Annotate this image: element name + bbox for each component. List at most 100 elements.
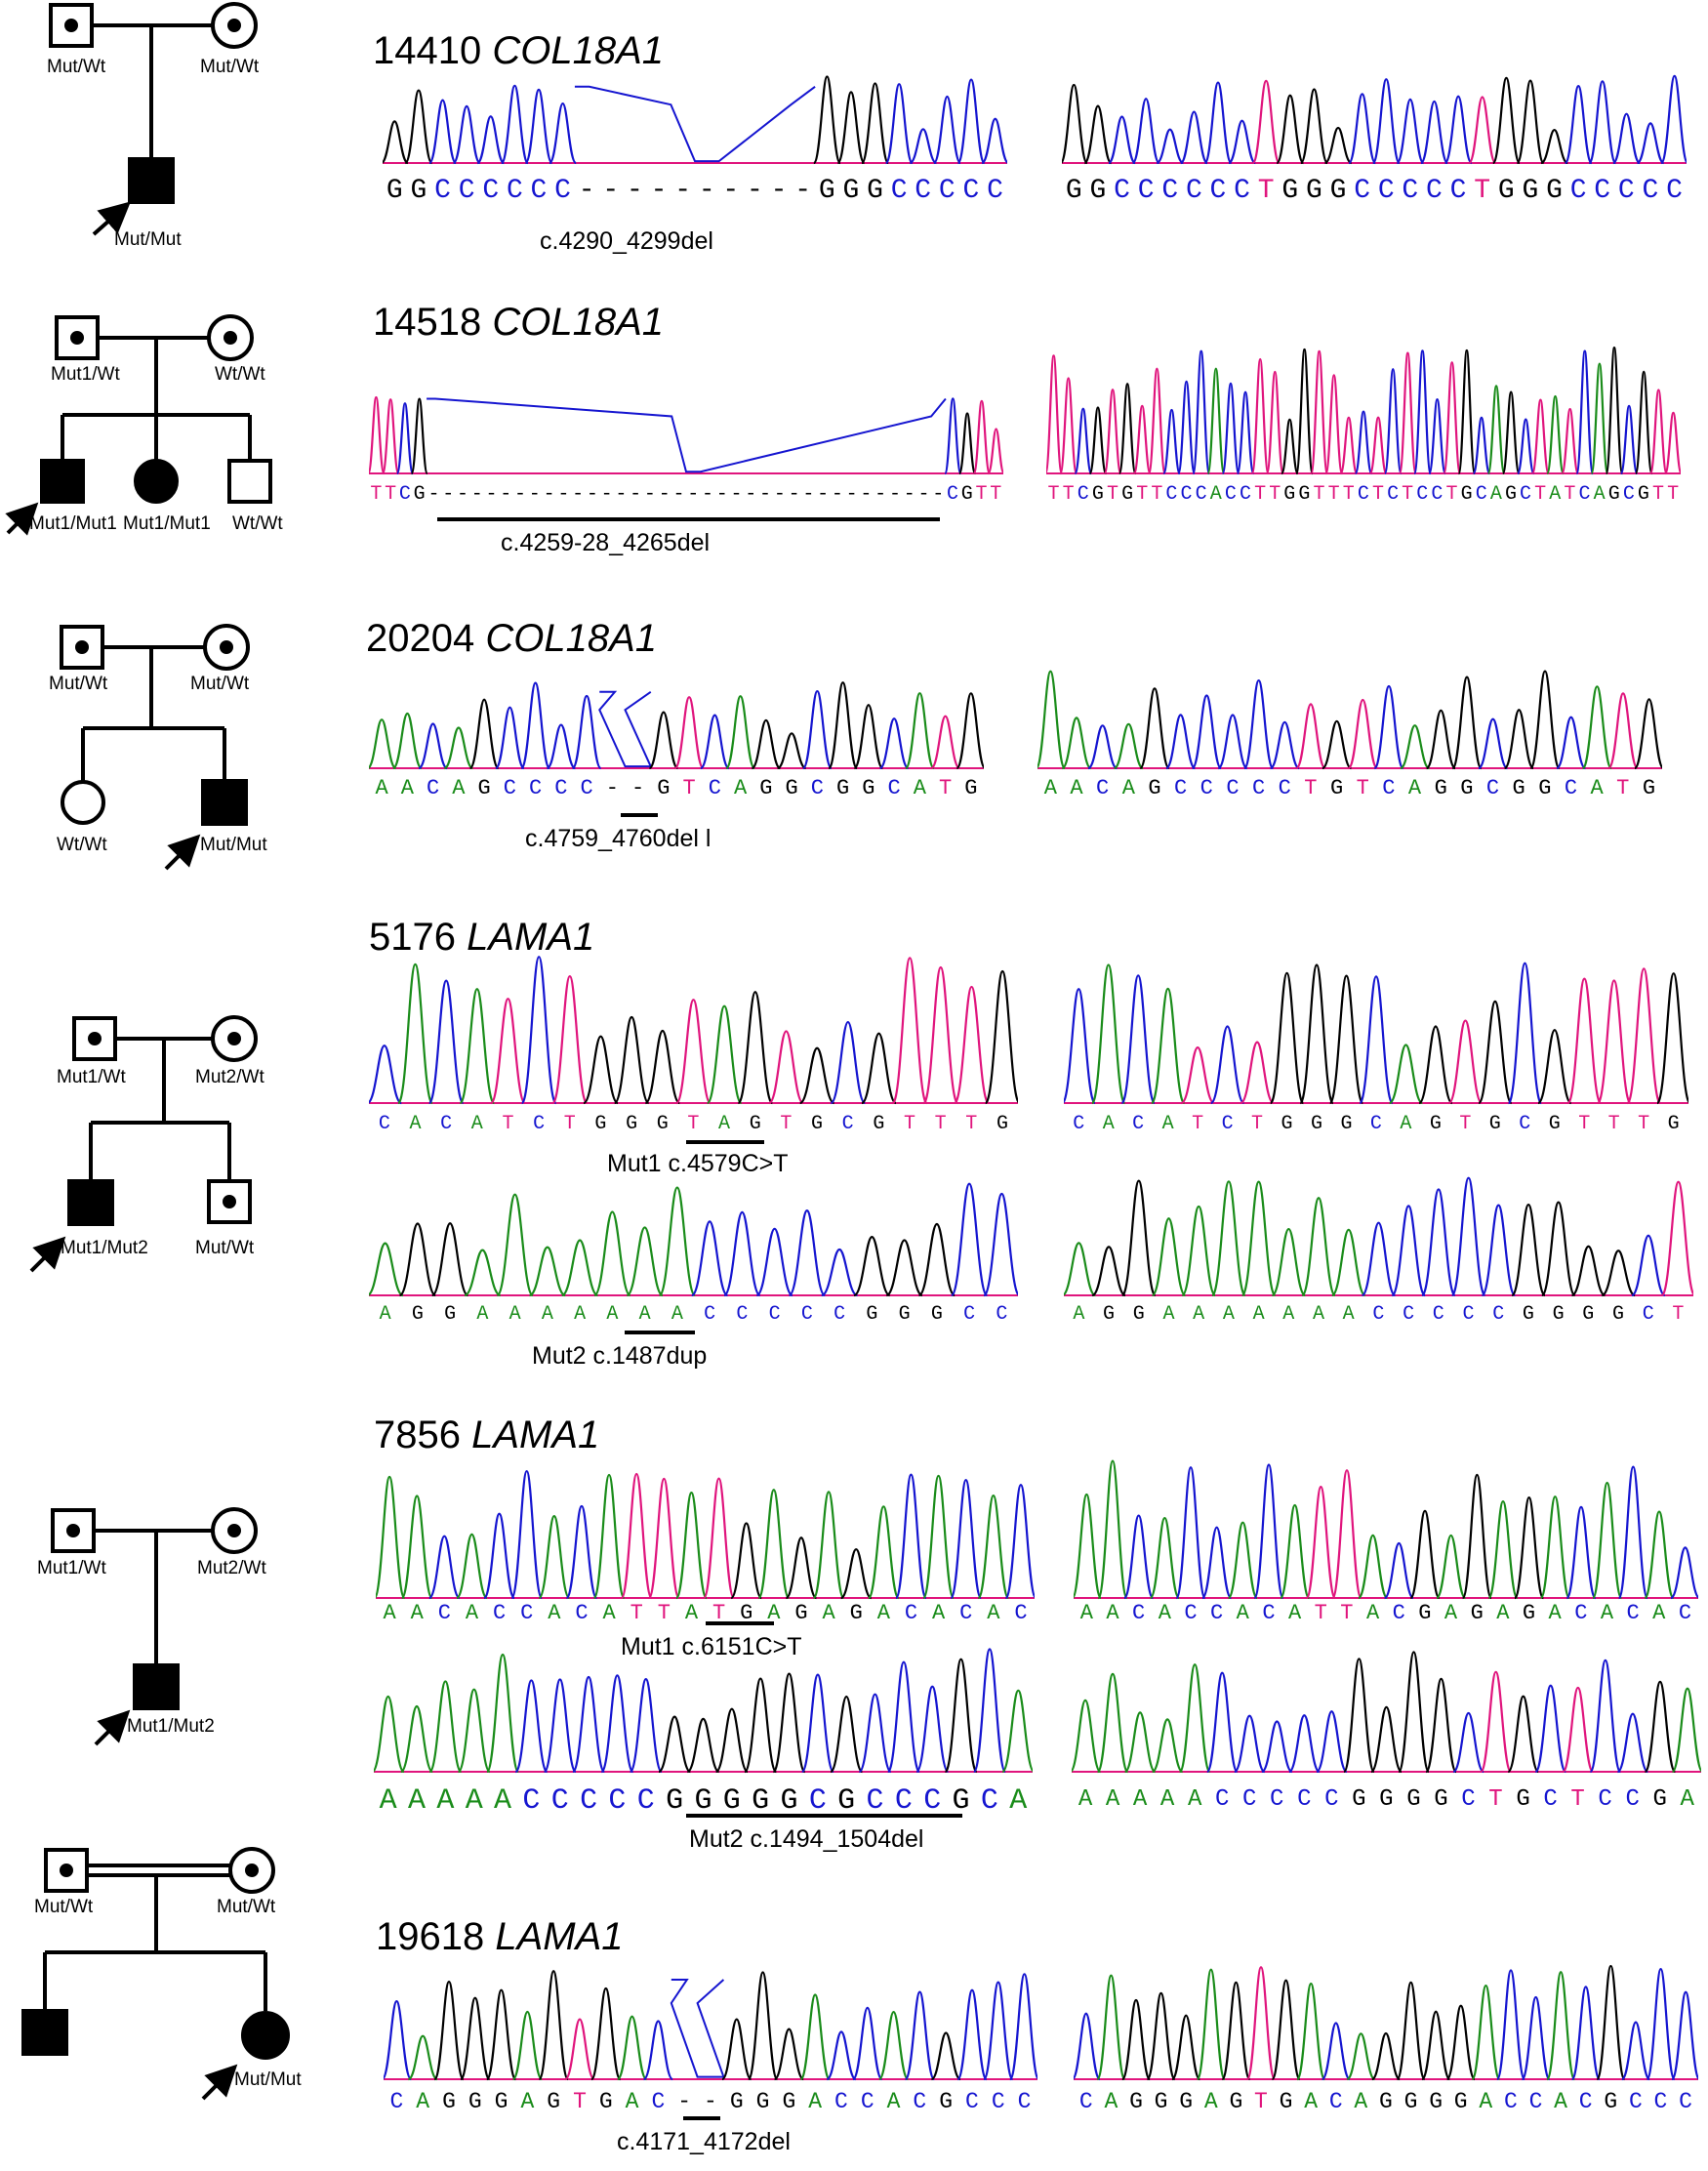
trace-peak [565, 1504, 598, 1600]
trace-peak [1539, 1495, 1571, 1600]
base-letter: T [1254, 2089, 1268, 2114]
trace-peak [1295, 703, 1326, 770]
base-letter: A [452, 776, 466, 800]
trace-peak [1486, 385, 1506, 475]
trace-peak [1566, 977, 1603, 1105]
trace-peak [1398, 351, 1417, 475]
base-letter: A [1342, 1303, 1355, 1326]
base-letter: - [442, 483, 455, 506]
base-letter: G [1329, 776, 1344, 800]
base-letter: G [598, 2089, 613, 2114]
base-letter: G [1552, 1303, 1565, 1326]
base-letter: - [788, 483, 800, 506]
trace-peak [1156, 128, 1184, 165]
base-letter: A [734, 776, 748, 800]
base-letter: - [572, 483, 585, 506]
trace-peak [1096, 1974, 1126, 2081]
trace-peak [777, 732, 807, 770]
trace-peak [836, 91, 866, 165]
base-letter: A [1365, 1601, 1380, 1625]
trace-peak [956, 78, 986, 165]
base-letter: G [1065, 176, 1082, 206]
trace-peak [1369, 1705, 1403, 1774]
base-letter: G [1229, 2089, 1243, 2114]
base-letter: T [370, 483, 383, 506]
trace-peak [1321, 2022, 1351, 2081]
base-letter: A [1590, 776, 1604, 800]
base-letter: C [1625, 1786, 1640, 1813]
base-letter: T [1570, 1786, 1585, 1813]
trace-peak [1419, 100, 1449, 165]
base-letter: - [860, 483, 873, 506]
base-letter: A [1680, 1786, 1694, 1813]
base-letter: G [657, 776, 671, 800]
trace-peak [1113, 722, 1145, 770]
base-letter: G [952, 1784, 970, 1818]
trace-peak [1540, 1201, 1576, 1297]
chromatogram-trace [369, 681, 984, 770]
base-letter: C [1372, 1303, 1385, 1326]
base-letter: G [780, 1784, 798, 1818]
base-letter: G [759, 776, 773, 800]
base-letter: G [785, 776, 798, 800]
trace-peak [1616, 1712, 1649, 1774]
base-letter: A [671, 1303, 683, 1326]
trace-peak [1203, 81, 1233, 165]
trace-peak [851, 2006, 883, 2081]
trace-peak [1428, 397, 1446, 475]
base-letter: G [873, 1113, 885, 1135]
trace-peak [658, 1186, 697, 1297]
base-letter: T [1313, 483, 1325, 506]
trace-peak [972, 399, 992, 475]
base-letter: G [1522, 1303, 1534, 1326]
trace-peak [673, 696, 705, 770]
family-id: 19618 [376, 1915, 485, 1958]
dup-underline [625, 1331, 695, 1334]
base-letter: G [411, 1303, 424, 1326]
base-letter: C [987, 176, 1003, 206]
trace-peak [384, 2000, 413, 2081]
base-letter: - [745, 483, 757, 506]
base-letter: A [822, 1601, 835, 1625]
pedigree-7856 [51, 1507, 258, 1746]
base-letter: A [508, 1303, 521, 1326]
trace-peak [1162, 408, 1181, 475]
base-letter: G [1310, 1113, 1322, 1135]
base-letter: G [1607, 483, 1620, 506]
base-letter: C [1392, 1601, 1405, 1625]
base-letter: G [1129, 2089, 1143, 2114]
family-title-14410: 14410 COL18A1 [373, 29, 664, 73]
base-letter: G [749, 1113, 761, 1135]
base-letter: C [1161, 176, 1179, 206]
base-letter: G [1522, 1601, 1536, 1625]
base-letter: G [1103, 1303, 1116, 1326]
trace-peak [1107, 115, 1137, 165]
trace-peak [648, 711, 679, 770]
base-letter: A [1252, 1303, 1265, 1326]
base-letter: A [375, 776, 388, 800]
trace-peak [1074, 407, 1093, 475]
trace-peak [395, 402, 415, 475]
base-letter: T [1269, 483, 1281, 506]
base-letter: T [1616, 776, 1630, 800]
trace-peak [369, 1242, 404, 1297]
deletion-trace [598, 690, 653, 768]
trace-peak [369, 1045, 402, 1105]
base-letter: C [1679, 2089, 1692, 2114]
base-letter: C [890, 176, 908, 206]
base-letter: G [722, 1784, 741, 1818]
trace-peak [1171, 2014, 1201, 2081]
base-letter: - [602, 176, 620, 206]
trace-peak [1118, 383, 1137, 475]
base-letter: T [502, 1113, 514, 1135]
base-letter: G [811, 1113, 824, 1135]
trace-peak [1571, 1245, 1606, 1297]
trace-peak [1468, 96, 1497, 165]
child2-genotype-20204: Mut/Mut [200, 835, 267, 855]
trace-peak [772, 1672, 806, 1774]
trace-peak [583, 1035, 619, 1105]
trace-peak [915, 1685, 950, 1774]
base-letter: C [1492, 1303, 1505, 1326]
base-letter: - [715, 483, 728, 506]
